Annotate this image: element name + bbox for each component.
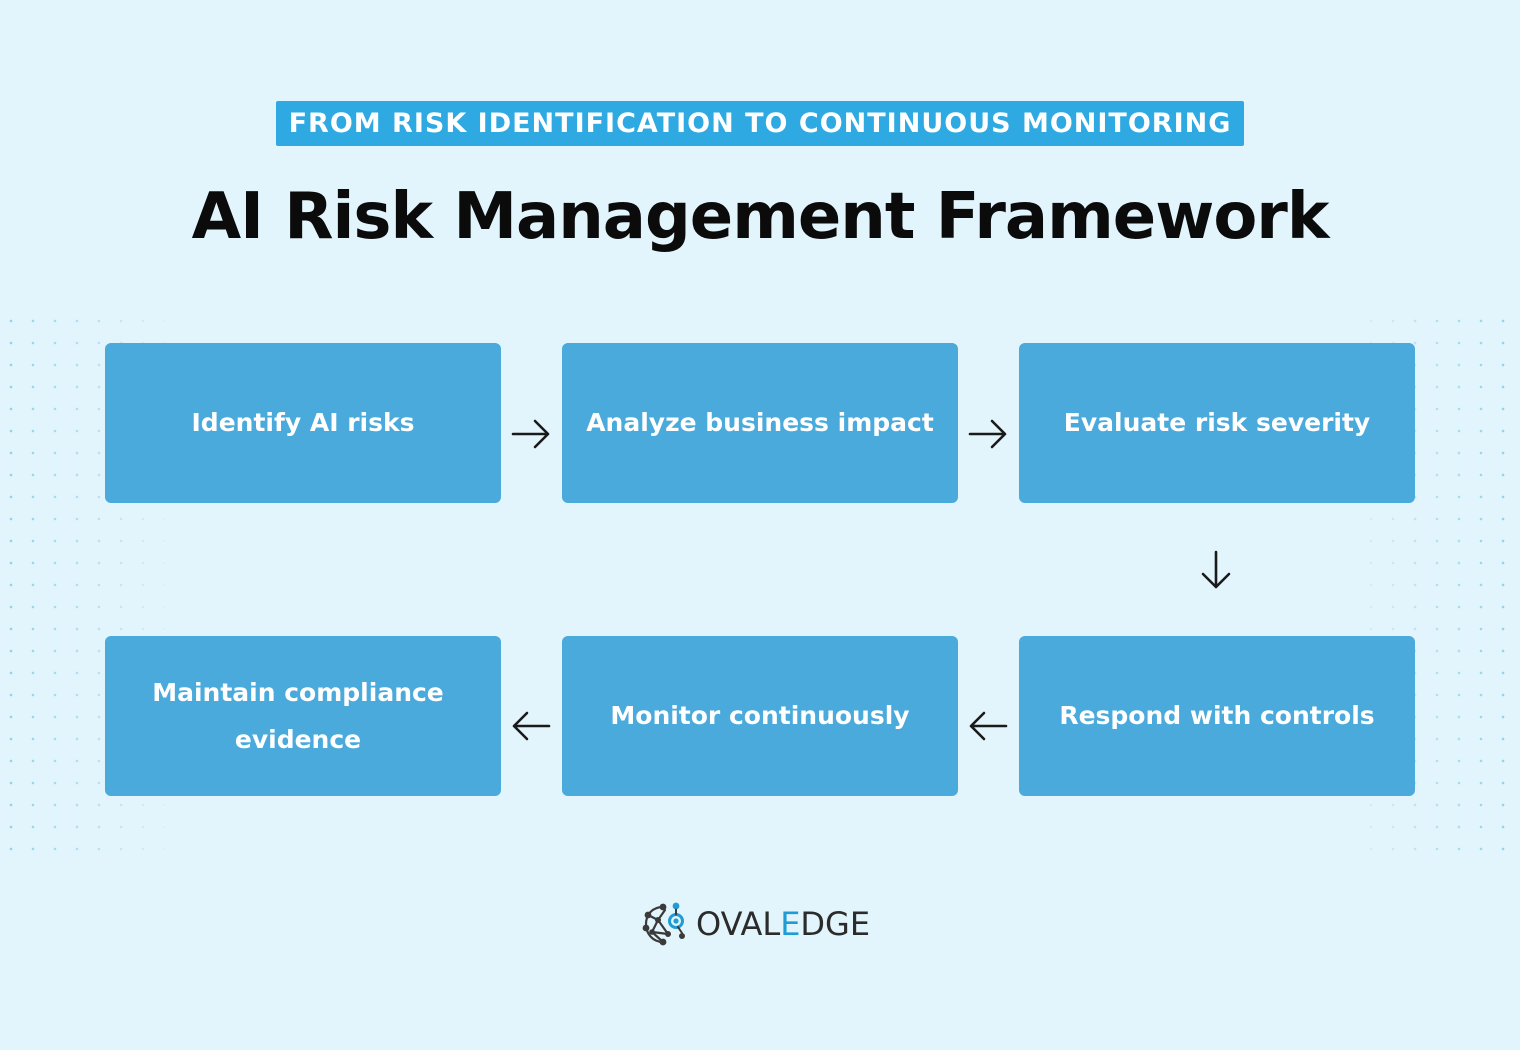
step-maintain-compliance-evidence: Maintain compliance evidence (105, 636, 501, 796)
step-label: Maintain compliance evidence (152, 678, 444, 754)
subtitle: FROM RISK IDENTIFICATION TO CONTINUOUS M… (275, 101, 1245, 146)
logo-text-end: DGE (800, 905, 871, 943)
page-title: AI Risk Management Framework (191, 180, 1330, 254)
step-label: Respond with controls (1059, 701, 1375, 730)
arrow-left-icon (512, 711, 551, 741)
logo-text-main: OVAL (696, 905, 781, 943)
arrow-down-icon (1201, 550, 1231, 589)
step-identify-ai-risks: Identify AI risks (105, 343, 501, 503)
logo-wordmark: OVALEDGE (696, 898, 870, 950)
step-respond-with-controls: Respond with controls (1019, 636, 1415, 796)
step-label: Monitor continuously (610, 701, 910, 730)
step-evaluate-risk-severity: Evaluate risk severity (1019, 343, 1415, 503)
logo-text-accent: E (780, 905, 801, 943)
step-analyze-business-impact: Analyze business impact (562, 343, 958, 503)
arrow-left-icon (969, 711, 1008, 741)
ovaledge-logo: OVALEDGE (638, 898, 883, 950)
ovaledge-mark-icon (642, 902, 685, 946)
step-label: Identify AI risks (191, 408, 415, 437)
step-label: Evaluate risk severity (1063, 408, 1371, 437)
arrow-right-icon (968, 419, 1007, 449)
step-monitor-continuously: Monitor continuously (562, 636, 958, 796)
step-label: Analyze business impact (586, 408, 934, 437)
subtitle-banner: FROM RISK IDENTIFICATION TO CONTINUOUS M… (0, 101, 1520, 146)
arrow-right-icon (511, 419, 550, 449)
